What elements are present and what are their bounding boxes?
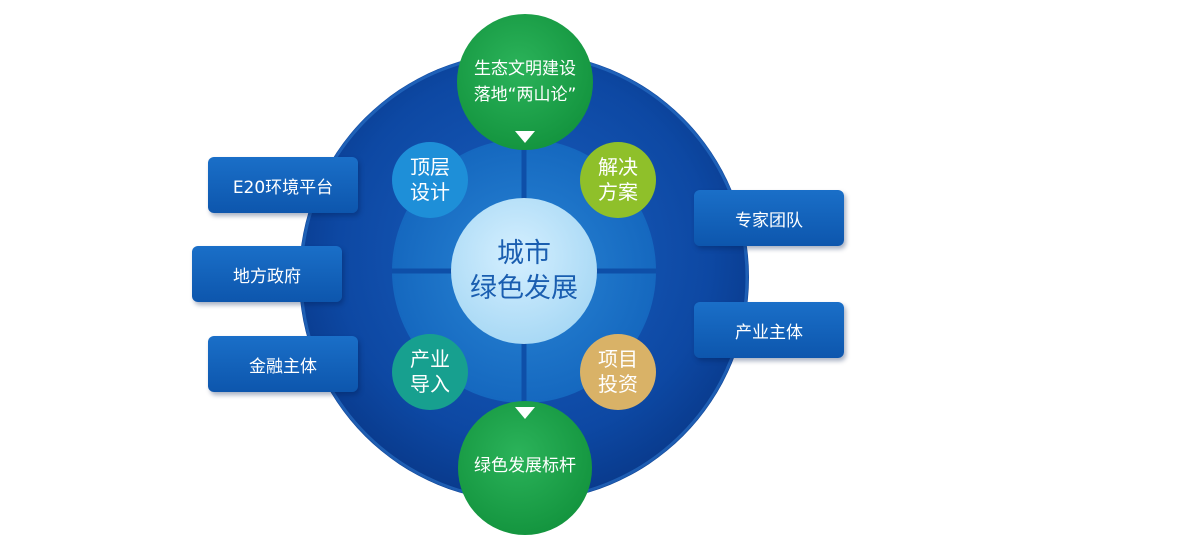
bottom-left-circle — [392, 334, 468, 410]
bottom-left-label: 产业 导入 — [388, 330, 472, 414]
top-right-line2: 方案 — [598, 180, 638, 204]
bottom-node-label: 绿色发展标杆 — [474, 456, 576, 477]
bottom-right-line1: 项目 — [598, 347, 638, 371]
center-circle — [451, 198, 597, 344]
center-line2: 绿色发展 — [470, 273, 578, 304]
top-node-line2: 落地“两山论” — [473, 85, 577, 105]
box-local-government: 地方政府 — [192, 246, 342, 302]
box-e20-platform: E20环境平台 — [208, 157, 358, 213]
arrow-down-bottom — [515, 407, 535, 419]
top-right-line1: 解决 — [598, 155, 638, 179]
center-label: 城市 绿色发展 — [451, 198, 597, 344]
bottom-green-node — [458, 401, 592, 535]
bottom-left-line1: 产业 — [410, 347, 450, 371]
top-left-label: 顶层 设计 — [388, 138, 472, 222]
top-node-label: 生态文明建设 落地“两山论” — [460, 42, 590, 122]
center-line1: 城市 — [497, 237, 551, 269]
bottom-right-line2: 投资 — [598, 372, 638, 396]
box-industry-entity: 产业主体 — [694, 302, 844, 358]
bottom-right-circle — [580, 334, 656, 410]
top-left-line1: 顶层 — [410, 155, 450, 179]
top-right-circle — [580, 142, 656, 218]
top-right-label: 解决 方案 — [576, 138, 660, 222]
top-left-circle — [392, 142, 468, 218]
bottom-right-label: 项目 投资 — [576, 330, 660, 414]
top-node-line1: 生态文明建设 — [474, 58, 576, 79]
top-green-node — [457, 14, 593, 150]
bottom-left-line2: 导入 — [410, 372, 450, 396]
top-left-line2: 设计 — [410, 180, 450, 204]
box-financial-entity: 金融主体 — [208, 336, 358, 392]
box-expert-team: 专家团队 — [694, 190, 844, 246]
arrow-down-top — [515, 131, 535, 143]
